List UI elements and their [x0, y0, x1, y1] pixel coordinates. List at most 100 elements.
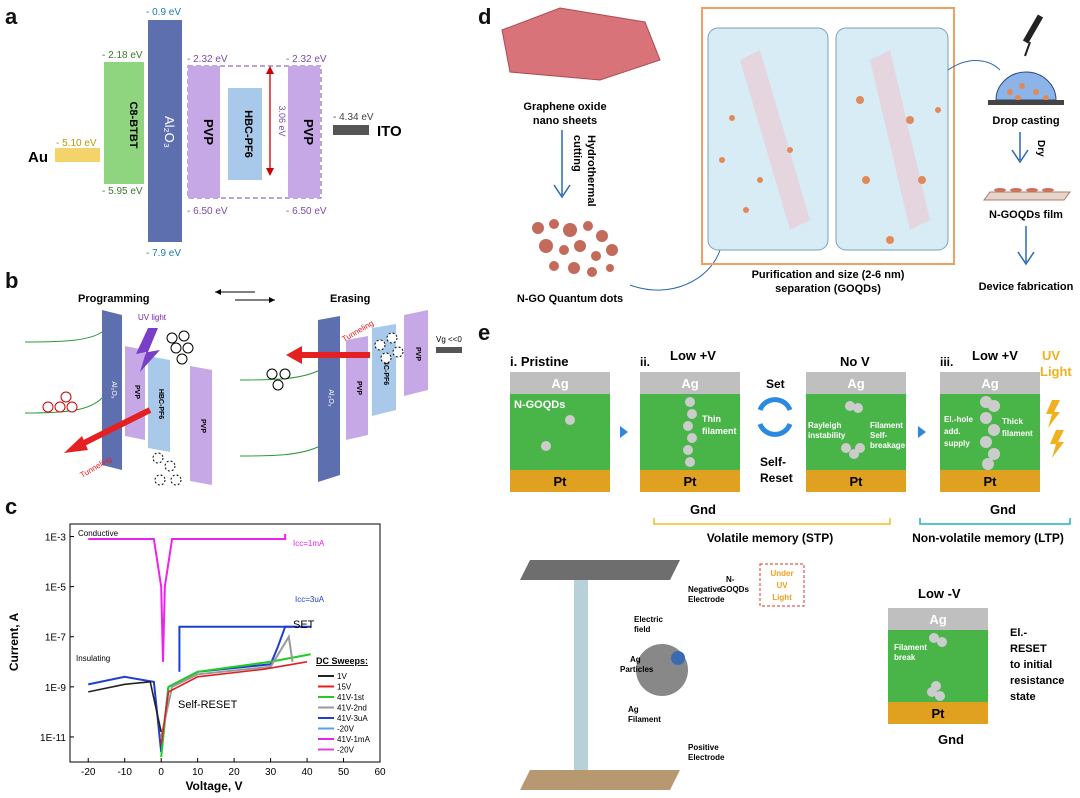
panel-e-label: e [478, 320, 491, 345]
ngoqds-label: N-GOQDs [514, 399, 565, 411]
legend-entry: -20V [337, 746, 355, 755]
reset-2: RESET [1010, 643, 1047, 655]
go-line2: nano sheets [533, 115, 597, 127]
uv-label: UV light [138, 313, 167, 322]
pvp1-block [188, 66, 220, 198]
self-reset-1: Self- [760, 455, 786, 469]
neg-1: Negative [688, 585, 722, 594]
al-label: Al₂O₃ [162, 116, 177, 148]
pvp1-bot-level: - 6.50 eV [187, 206, 228, 217]
low-v-ii: Low +V [670, 348, 716, 363]
ag-label-4: Ag [981, 376, 998, 391]
underuv-3: Light [772, 593, 792, 602]
panel-c-label: c [5, 494, 18, 519]
al2o3-erase-label: Al₂O₃ [327, 389, 334, 406]
nonvolatile-label: Non-volatile memory (LTP) [912, 531, 1064, 545]
ag-filament-column [574, 580, 588, 770]
pt-label-5: Pt [932, 706, 946, 721]
ag-label-2: Ag [681, 376, 698, 391]
uv-e-1: UV [1042, 348, 1060, 363]
y-tick-label: 1E-7 [45, 633, 67, 644]
legend-entry: 1V [337, 672, 347, 681]
film-label: N-GOQDs film [989, 209, 1063, 221]
agf-2: Filament [628, 715, 661, 724]
low-neg-label: Low -V [918, 586, 961, 601]
volatile-label: Volatile memory (STP) [707, 531, 833, 545]
hbc-erase-label: HBC-PF6 [382, 355, 389, 385]
uv-bolt-icon [136, 328, 160, 372]
au-block [55, 148, 100, 162]
agp-2: Particles [620, 665, 654, 674]
thick-1: Thick [1002, 417, 1023, 426]
iii-label: iii. [940, 355, 953, 369]
c8-btbt-block [104, 62, 144, 184]
x-tick-label: 30 [265, 767, 277, 778]
lightning-icons [1046, 400, 1064, 458]
self-reset-label: Self-RESET [178, 699, 238, 711]
legend-entry: 41V-1mA [337, 735, 371, 744]
pvp-erase-label-2: PVP [414, 347, 421, 361]
gnd-ii: Gnd [690, 502, 716, 517]
curve-1ma [88, 534, 287, 662]
pvp2-block [288, 66, 320, 198]
curve-15v [160, 661, 308, 745]
ito-label: ITO [377, 123, 402, 140]
c8-label: C8-BTBT [127, 101, 139, 148]
pvp-erase-label-1: PVP [355, 381, 362, 395]
conductive-label: Conductive [78, 529, 119, 538]
tunneling-left: Tunneling [79, 455, 114, 480]
panel-b-diagram: Programming Erasing Al₂O₃ PVP HBC-PF6 PV… [24, 289, 462, 486]
hbc-label: HBC-PF6 [242, 110, 254, 158]
ito-block [333, 125, 369, 135]
panel-a-band-diagram: - 5.10 eV Au - 2.18 eV - 5.95 eV C8-BTBT… [28, 7, 402, 259]
agp-1: Ag [630, 655, 641, 664]
go-line1: Graphene oxide [523, 101, 606, 113]
insulating-label: Insulating [76, 654, 110, 663]
c8-bot-level: - 5.95 eV [102, 186, 143, 197]
fbreak-2: break [894, 653, 916, 662]
al-top-level: - 0.9 eV [146, 7, 181, 18]
gap-label: 3.06 eV [277, 105, 287, 136]
au-level: - 5.10 eV [56, 138, 97, 149]
gnd-reset: Gnd [938, 732, 964, 747]
legend-entry: 41V-2nd [337, 704, 367, 713]
plot-frame [69, 523, 381, 763]
icc1-label: Icc=1mA [293, 539, 325, 548]
rayleigh-2: instability [808, 431, 846, 440]
ito-level: - 4.34 eV [333, 112, 374, 123]
panel-d-label: d [478, 4, 492, 29]
pos-2: Electrode [688, 753, 725, 762]
pt-label-4: Pt [984, 474, 998, 489]
reset-4: resistance [1010, 675, 1064, 687]
legend-title: DC Sweeps: [316, 656, 368, 666]
separation-box [701, 7, 955, 265]
elhole-3: supply [944, 439, 970, 448]
c8-top-level: - 2.18 eV [102, 50, 143, 61]
pt-label-1: Pt [554, 474, 568, 489]
panel-a-label: a [5, 4, 18, 29]
thick-2: filament [1002, 429, 1033, 438]
gnd-iii: Gnd [990, 502, 1016, 517]
x-axis-label: Voltage, V [185, 779, 242, 793]
programming-title: Programming [78, 293, 150, 305]
ag-label-1: Ag [551, 376, 568, 391]
chart-legend: 1V15V41V-1st41V-2nd41V-3uA-20V41V-1mA-20… [318, 672, 371, 755]
ag-electrode-1 [510, 372, 610, 394]
hbc-prog-label: HBC-PF6 [157, 389, 164, 419]
efield-1: Electric [634, 615, 663, 624]
pos-1: Positive [688, 743, 719, 752]
y-tick-label: 1E-5 [45, 583, 67, 594]
y-tick-label: 1E-11 [40, 733, 66, 744]
breakage-3: breakage [870, 441, 906, 450]
dry-label: Dry [1035, 140, 1046, 157]
legend-entry: 41V-1st [337, 693, 365, 702]
purif-line1: Purification and size (2-6 nm) [752, 269, 905, 281]
x-tick-label: 10 [192, 767, 204, 778]
pvp1-label: PVP [201, 119, 216, 145]
vg-label: Vg <<0 [436, 335, 462, 344]
al2o3-prog-label: Al₂O₃ [110, 381, 117, 398]
self-reset-2: Reset [760, 471, 793, 485]
hydro-line2: cutting [571, 135, 583, 172]
thin-line2: filament [702, 426, 737, 436]
fab-label: Device fabrication [979, 281, 1074, 293]
